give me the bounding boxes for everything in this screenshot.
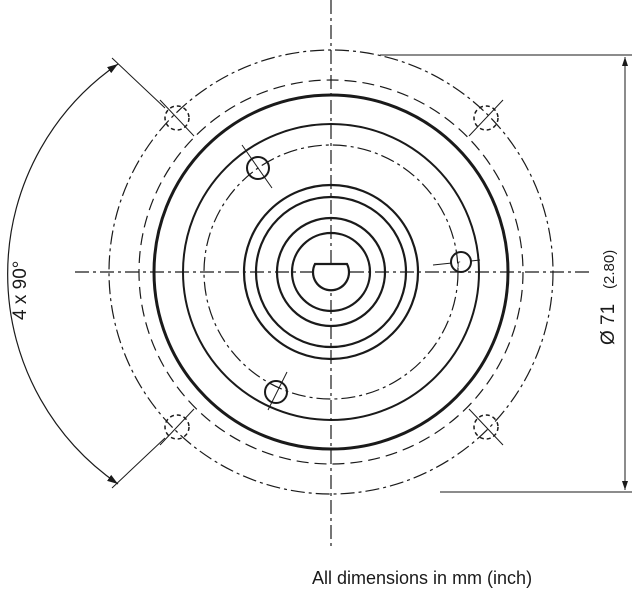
angle-label: 4 x 90° bbox=[10, 261, 31, 320]
hub-circle-4 bbox=[290, 231, 372, 313]
d-shaft bbox=[311, 262, 351, 292]
hub-circle-3 bbox=[275, 216, 387, 328]
bolt-holes bbox=[164, 105, 499, 440]
angle-dimension-arc bbox=[7, 63, 119, 485]
outer-pitch-circle bbox=[108, 49, 554, 495]
units-footnote: All dimensions in mm (inch) bbox=[312, 568, 533, 588]
hub-circle-2 bbox=[254, 195, 408, 349]
dashed-circle bbox=[138, 79, 524, 465]
diameter-inch-label: (2.80) bbox=[601, 250, 618, 289]
flange-outline bbox=[152, 93, 510, 451]
hole-label: r bbox=[457, 259, 461, 270]
inner-circle bbox=[182, 123, 480, 421]
diameter-label: Ø 71 bbox=[598, 304, 619, 345]
small-holes bbox=[246, 156, 472, 404]
hub-circle-1 bbox=[242, 183, 420, 361]
